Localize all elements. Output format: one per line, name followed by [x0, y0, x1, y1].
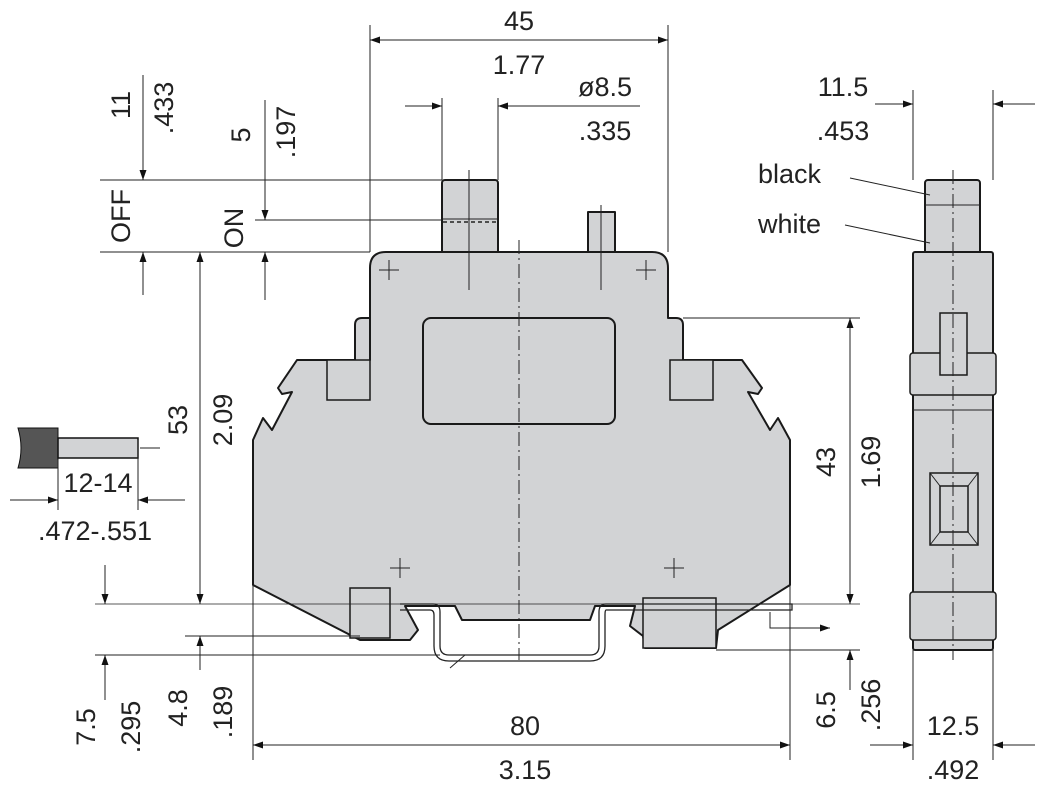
- strip-mm: 12-14: [63, 468, 132, 498]
- front-view: [252, 170, 830, 669]
- pin-dia-in: .335: [579, 116, 632, 146]
- pin-dia-mm: ø8.5: [578, 72, 632, 102]
- foot-in: .189: [208, 686, 238, 739]
- rail-mm: 7.5: [71, 708, 101, 746]
- release-in: .256: [856, 679, 886, 732]
- on-label: ON: [219, 208, 249, 249]
- release-mm: 6.5: [811, 691, 841, 729]
- height-in: 2.09: [208, 394, 238, 447]
- on-travel-in: .197: [271, 106, 301, 159]
- rail-in: .295: [116, 701, 146, 754]
- lower-height-in: 1.69: [856, 436, 886, 489]
- body-width-in: .492: [927, 755, 980, 785]
- din-rail: [400, 603, 793, 662]
- height-mm: 53: [163, 405, 193, 435]
- off-travel-mm: 11: [106, 91, 136, 119]
- white-label: white: [757, 209, 821, 239]
- wire-strip-diagram: [10, 427, 185, 510]
- switch-button: [441, 179, 499, 255]
- width-mm: 45: [504, 6, 534, 36]
- off-label: OFF: [106, 189, 136, 243]
- black-label: black: [758, 159, 822, 189]
- lower-height-mm: 43: [811, 447, 841, 477]
- off-travel-in: .433: [149, 82, 179, 135]
- on-travel-mm: 5: [226, 127, 256, 142]
- cap-width-in: .453: [817, 116, 870, 146]
- cap-width-mm: 11.5: [818, 72, 869, 102]
- terminal-body: [252, 251, 791, 649]
- foot-mm: 4.8: [163, 689, 193, 727]
- strip-in: .472-.551: [38, 516, 152, 546]
- length-mm: 80: [510, 711, 540, 741]
- dimension-lines: [95, 25, 1035, 760]
- width-in: 1.77: [493, 50, 546, 80]
- side-view: [844, 170, 997, 660]
- body-width-mm: 12.5: [927, 711, 980, 741]
- dimension-labels: 45 1.77 ø8.5 .335 11.5 .453 black white …: [38, 6, 979, 785]
- length-in: 3.15: [499, 755, 552, 785]
